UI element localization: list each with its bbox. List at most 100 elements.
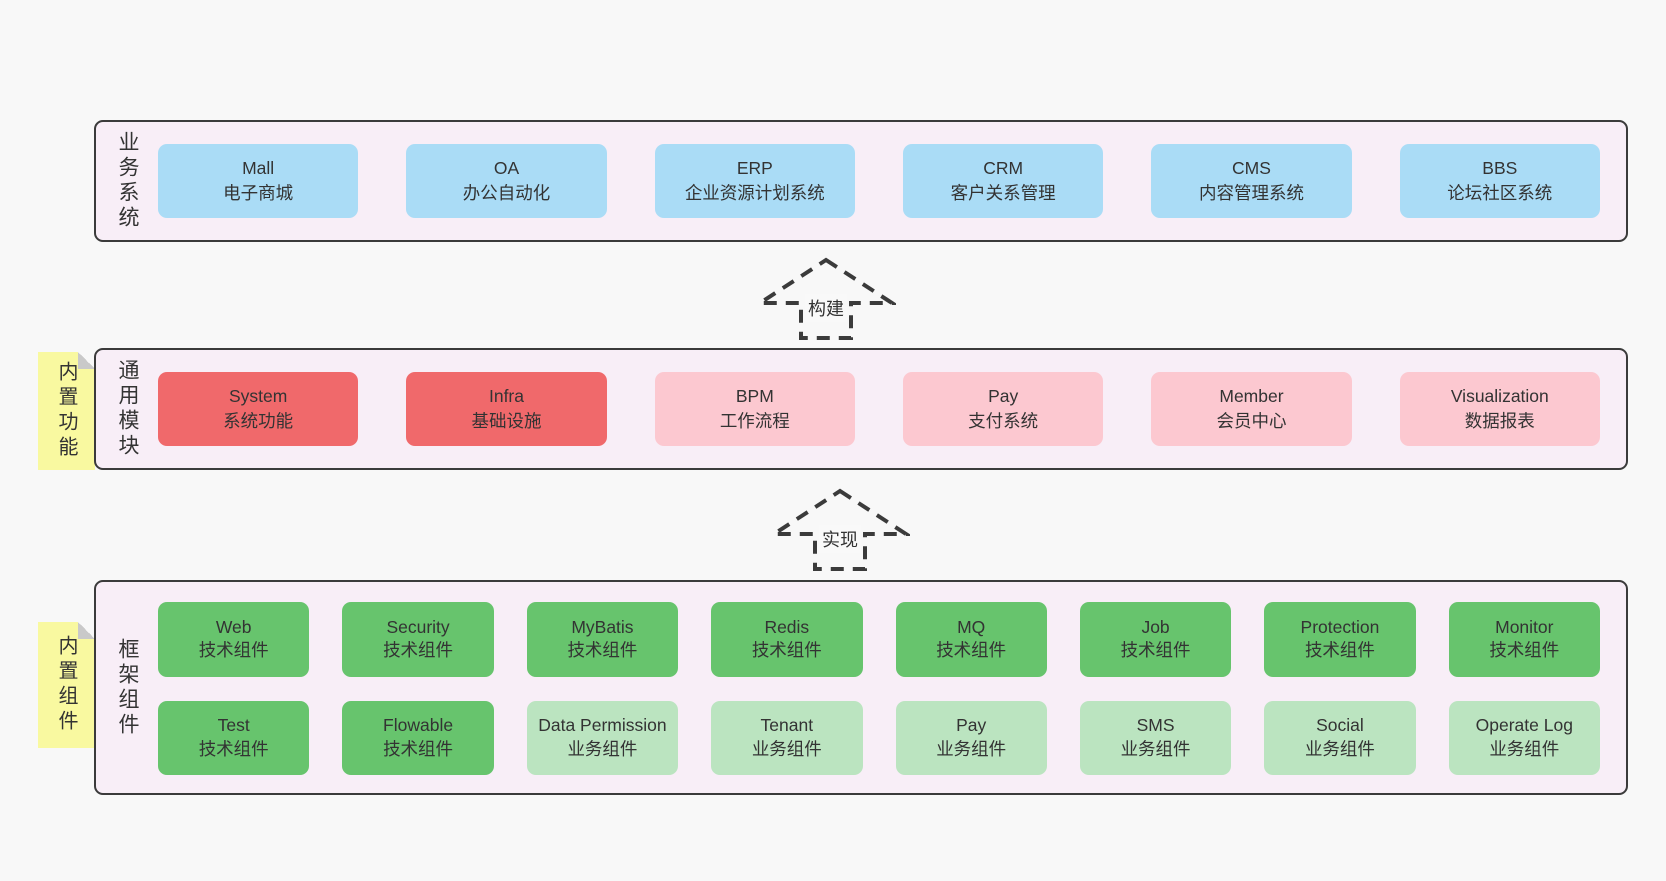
box-title: BPM	[735, 385, 774, 406]
box-title: CRM	[983, 157, 1024, 178]
box-sms: SMS 业务组件	[1079, 700, 1232, 775]
box-subtitle: 内容管理系统	[1198, 183, 1304, 203]
box-subtitle: 技术组件	[1304, 640, 1375, 661]
box-member: Member 会员中心	[1151, 372, 1352, 446]
box-title: Monitor	[1495, 616, 1554, 637]
box-tenant: Tenant 业务组件	[711, 700, 863, 775]
box-subtitle: 办公自动化	[462, 183, 551, 203]
box-mq: MQ 技术组件	[895, 602, 1047, 677]
box-title: SMS	[1136, 715, 1175, 736]
sticky-components-label: 内置组件	[55, 635, 77, 735]
layer-label-modules: 通用模块	[116, 359, 139, 459]
box-title: Infra	[488, 385, 524, 406]
components-box-grid: Web 技术组件 Security 技术组件 MyBatis 技术组件 Redi…	[154, 582, 1626, 793]
arrow-implement-label: 实现	[819, 525, 861, 553]
box-test: Test 技术组件	[158, 700, 310, 775]
box-title: Pay	[988, 385, 1019, 406]
box-subtitle: 数据报表	[1464, 411, 1535, 431]
box-job: Job 技术组件	[1079, 602, 1232, 677]
box-title: Tenant	[760, 715, 814, 736]
box-subtitle: 技术组件	[567, 640, 638, 661]
box-title: ERP	[736, 157, 773, 178]
box-title: Pay	[956, 715, 987, 736]
arrow-build: 构建	[756, 256, 896, 342]
box-protection: Protection 技术组件	[1264, 602, 1416, 677]
arrow-implement: 实现	[770, 487, 910, 573]
box-title: Test	[217, 715, 250, 736]
box-title: Protection	[1300, 616, 1380, 637]
box-pay-component: Pay 业务组件	[895, 700, 1047, 775]
sticky-fold-icon	[78, 352, 95, 369]
box-title: Mall	[242, 157, 275, 178]
box-subtitle: 业务组件	[1120, 738, 1191, 759]
business-box-row: Mall 电子商城 OA 办公自动化 ERP 企业资源计划系统 CRM 客户关系…	[154, 122, 1626, 240]
box-mall: Mall 电子商城	[158, 144, 359, 218]
box-title: OA	[493, 157, 520, 178]
box-redis: Redis 技术组件	[711, 602, 863, 677]
box-subtitle: 会员中心	[1216, 411, 1287, 431]
box-title: BBS	[1482, 157, 1518, 178]
box-subtitle: 技术组件	[383, 738, 454, 759]
box-title: MQ	[957, 616, 986, 637]
box-subtitle: 技术组件	[198, 738, 269, 759]
box-subtitle: 技术组件	[1489, 640, 1560, 661]
box-subtitle: 支付系统	[968, 411, 1039, 431]
box-subtitle: 客户关系管理	[950, 183, 1056, 203]
box-title: System	[228, 385, 288, 406]
box-title: Data Permission	[538, 715, 667, 736]
box-subtitle: 企业资源计划系统	[684, 183, 825, 203]
box-title: MyBatis	[571, 616, 634, 637]
box-system: System 系统功能	[158, 372, 359, 446]
arrow-build-label: 构建	[805, 294, 847, 322]
box-operate-log: Operate Log 业务组件	[1448, 700, 1600, 775]
box-title: Redis	[764, 616, 810, 637]
layer-business-systems: 业务系统 Mall 电子商城 OA 办公自动化 ERP 企业资源计划系统 CRM…	[94, 120, 1628, 242]
box-bbs: BBS 论坛社区系统	[1399, 144, 1600, 218]
box-title: Web	[215, 616, 252, 637]
layer-framework-components: 框架组件 Web 技术组件 Security 技术组件 MyBatis 技术组件…	[94, 580, 1628, 795]
layer-common-modules: 通用模块 System 系统功能 Infra 基础设施 BPM 工作流程 Pay…	[94, 348, 1628, 470]
box-visualization: Visualization 数据报表	[1399, 372, 1600, 446]
box-subtitle: 业务组件	[751, 738, 822, 759]
box-subtitle: 技术组件	[1120, 640, 1191, 661]
box-subtitle: 电子商城	[223, 183, 294, 203]
box-flowable: Flowable 技术组件	[342, 700, 494, 775]
modules-box-row: System 系统功能 Infra 基础设施 BPM 工作流程 Pay 支付系统…	[154, 350, 1626, 468]
box-subtitle: 业务组件	[1489, 738, 1560, 759]
layer-label-business: 业务系统	[116, 131, 139, 231]
box-subtitle: 基础设施	[471, 411, 542, 431]
box-subtitle: 业务组件	[1304, 738, 1375, 759]
layer-label-components: 框架组件	[116, 637, 139, 738]
box-web: Web 技术组件	[158, 602, 310, 677]
box-mybatis: MyBatis 技术组件	[526, 602, 679, 677]
box-subtitle: 工作流程	[719, 411, 790, 431]
box-crm: CRM 客户关系管理	[902, 144, 1104, 218]
box-subtitle: 系统功能	[223, 411, 294, 431]
box-social: Social 业务组件	[1264, 700, 1416, 775]
box-subtitle: 业务组件	[567, 738, 638, 759]
up-arrow-icon	[756, 257, 896, 340]
box-title: Security	[386, 616, 450, 637]
box-subtitle: 技术组件	[751, 640, 822, 661]
box-monitor: Monitor 技术组件	[1448, 602, 1600, 677]
box-title: Visualization	[1450, 385, 1549, 406]
box-title: Member	[1219, 385, 1284, 406]
box-oa: OA 办公自动化	[406, 144, 607, 218]
up-arrow-icon	[770, 488, 910, 571]
box-erp: ERP 企业资源计划系统	[654, 144, 855, 218]
box-title: Flowable	[383, 715, 454, 736]
box-title: Operate Log	[1475, 715, 1573, 736]
sticky-note-builtin-features: 内置功能	[38, 352, 95, 470]
sticky-features-label: 内置功能	[55, 361, 77, 461]
box-cms: CMS 内容管理系统	[1151, 144, 1352, 218]
box-subtitle: 技术组件	[936, 640, 1007, 661]
box-bpm: BPM 工作流程	[654, 372, 855, 446]
box-subtitle: 论坛社区系统	[1447, 183, 1553, 203]
box-subtitle: 业务组件	[936, 738, 1007, 759]
box-subtitle: 技术组件	[198, 640, 269, 661]
box-subtitle: 技术组件	[383, 640, 454, 661]
box-title: Social	[1316, 715, 1364, 736]
box-pay-module: Pay 支付系统	[902, 372, 1104, 446]
box-security: Security 技术组件	[342, 602, 494, 677]
sticky-note-builtin-components: 内置组件	[38, 622, 95, 748]
